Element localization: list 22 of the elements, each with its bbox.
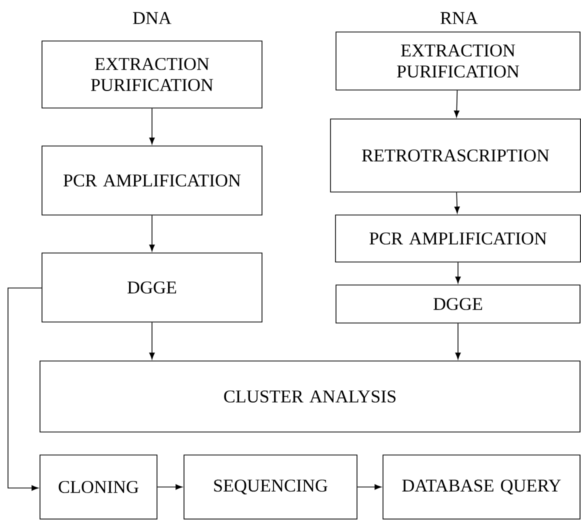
- process-box: RETROTRASCRIPTION: [330, 118, 581, 192]
- process-box: PCR AMPLIFICATION: [335, 214, 581, 262]
- arrow: [149, 108, 155, 144]
- process-box: DGGE: [336, 284, 580, 324]
- arrow: [455, 323, 461, 360]
- process-box: EXTRACTION PURIFICATION: [336, 32, 580, 90]
- process-box: CLUSTER ANALYSIS: [40, 360, 580, 432]
- arrow: [454, 192, 460, 214]
- arrow: [357, 484, 382, 490]
- arrow: [149, 215, 155, 252]
- process-box: CLONING: [40, 454, 158, 520]
- process-box: DATABASE QUERY: [382, 454, 580, 520]
- process-box: SEQUENCING: [184, 454, 358, 520]
- arrow: [454, 90, 460, 118]
- process-box: PCR AMPLIFICATION: [42, 146, 262, 216]
- arrow: [455, 262, 461, 284]
- arrow: [149, 322, 155, 360]
- arrow: [8, 288, 42, 491]
- process-box: DGGE: [42, 252, 262, 322]
- arrow: [157, 484, 182, 490]
- column-heading: DNA: [133, 12, 172, 24]
- process-box: EXTRACTION PURIFICATION: [42, 40, 262, 108]
